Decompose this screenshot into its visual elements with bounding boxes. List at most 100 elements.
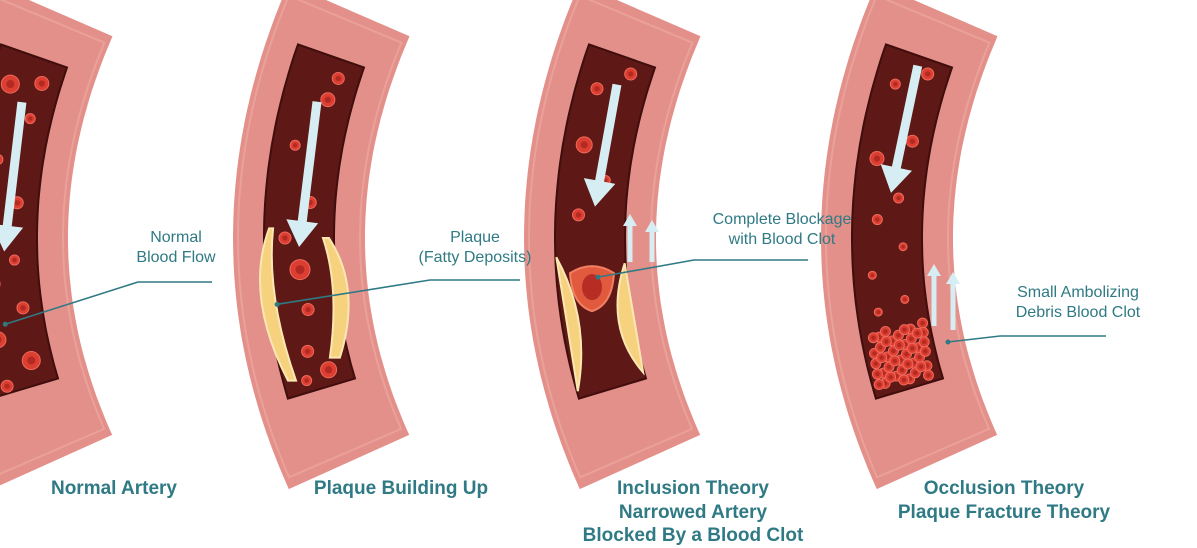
panel-occlusion-theory bbox=[821, 0, 1106, 490]
annotation-line-2: with Blood Clot bbox=[728, 231, 836, 248]
blood-cell-core bbox=[896, 195, 901, 201]
leader-dot bbox=[945, 339, 951, 345]
blood-cell-core bbox=[892, 358, 897, 364]
plaque-deposit-left bbox=[321, 237, 350, 359]
up-arrow-icon bbox=[623, 214, 637, 262]
blood-cell-core bbox=[14, 200, 20, 206]
blood-cell-core bbox=[904, 351, 909, 357]
blood-cell-core bbox=[909, 336, 914, 341]
blood-cell-core bbox=[893, 81, 898, 87]
down-arrow-icon bbox=[0, 101, 27, 252]
blood-cell-core bbox=[304, 378, 309, 383]
panel-plaque-building-up bbox=[233, 0, 520, 490]
blood-cell-core bbox=[917, 354, 922, 360]
annotation-line-2: Blood Flow bbox=[136, 249, 216, 266]
blood-cell-core bbox=[304, 348, 311, 355]
blood-cell-core bbox=[888, 374, 893, 380]
blood-cell-core bbox=[899, 367, 905, 373]
blood-cell-core bbox=[896, 332, 901, 338]
blood-cell-core bbox=[580, 141, 588, 149]
down-arrow-icon bbox=[880, 64, 923, 193]
blood-cell-core bbox=[901, 377, 907, 383]
plaque-deposit-right bbox=[259, 227, 298, 382]
caption-line-1: Occlusion Theory bbox=[923, 478, 1085, 499]
blood-cell-core bbox=[901, 244, 905, 249]
blood-cell-core bbox=[897, 342, 902, 348]
blood-cell-core bbox=[628, 71, 634, 77]
blood-cell-core bbox=[282, 235, 288, 241]
caption-plaque-building-up: Plaque Building Up bbox=[294, 477, 508, 501]
blood-cell-core bbox=[0, 336, 2, 343]
blood-cell-core bbox=[926, 372, 931, 378]
blood-cell-core bbox=[27, 116, 33, 121]
leader-dot bbox=[274, 301, 280, 307]
blood-cell-core bbox=[925, 71, 931, 77]
annotation-line-1: Small Ambolizing bbox=[1017, 284, 1139, 301]
annotation-line-2: (Fatty Deposits) bbox=[418, 249, 532, 266]
blood-cell-core bbox=[891, 348, 896, 354]
blood-cell-core bbox=[872, 351, 877, 356]
artery-wall-highlight bbox=[236, 0, 403, 479]
blood-cell-core bbox=[886, 364, 892, 370]
annotation-complete-blockage: Complete Blockage with Blood Clot bbox=[694, 210, 870, 250]
blood-cell-core bbox=[921, 339, 927, 345]
blood-cell-core bbox=[878, 345, 883, 350]
blood-cell-core bbox=[871, 335, 876, 340]
annotation-line-1: Plaque bbox=[450, 229, 500, 246]
blood-cell-core bbox=[12, 257, 17, 263]
blood-cell-core bbox=[875, 371, 880, 377]
caption-inclusion-theory: Inclusion Theory Narrowed Artery Blocked… bbox=[568, 477, 818, 548]
leader-line bbox=[597, 259, 808, 278]
blood-cell-core bbox=[920, 320, 925, 326]
blood-cell-core bbox=[879, 355, 884, 360]
blood-clot-core bbox=[582, 274, 602, 301]
blood-cell bbox=[0, 154, 4, 165]
annotation-line-2: Debris Blood Clot bbox=[1015, 304, 1141, 321]
leader-dot bbox=[595, 274, 601, 280]
leader-line bbox=[5, 281, 212, 326]
artery-wall-highlight bbox=[0, 0, 106, 475]
panel-normal-artery bbox=[0, 0, 212, 486]
artery-wall-highlight bbox=[527, 0, 694, 479]
blood-cell-core bbox=[875, 217, 880, 222]
blood-cell-core bbox=[876, 382, 882, 387]
blood-cell-core bbox=[903, 297, 907, 302]
blood-cell-core bbox=[324, 96, 332, 103]
blood-cell-core bbox=[20, 305, 26, 311]
caption-line-1: Inclusion Theory bbox=[616, 478, 770, 499]
caption-line-1: Plaque Building Up bbox=[313, 478, 489, 499]
blood-cell-core bbox=[324, 366, 333, 374]
caption-normal-artery: Normal Artery bbox=[24, 477, 204, 501]
blood-cell-core bbox=[883, 329, 888, 334]
blood-cell-core bbox=[923, 349, 928, 354]
blood-cell-core bbox=[876, 310, 881, 314]
plaque-deposit-right bbox=[555, 256, 583, 392]
annotation-normal-blood-flow: Normal Blood Flow bbox=[130, 228, 222, 268]
blood-cell-core bbox=[909, 138, 916, 144]
blood-cell-core bbox=[884, 339, 889, 344]
leader-line bbox=[276, 279, 520, 306]
up-arrow-icon bbox=[946, 272, 960, 330]
blood-cell-core bbox=[295, 265, 305, 275]
annotation-small-ambolizing: Small Ambolizing Debris Blood Clot bbox=[998, 283, 1158, 323]
blood-cell-core bbox=[305, 306, 311, 313]
plaque-deposit-left bbox=[616, 262, 645, 376]
annotation-line-1: Complete Blockage bbox=[712, 211, 852, 228]
blood-cell-core bbox=[594, 86, 600, 92]
caption-line-2: Plaque Fracture Theory bbox=[897, 501, 1111, 523]
blood-cell-core bbox=[335, 75, 341, 82]
blood-cell-core bbox=[27, 356, 36, 365]
blood-cell-core bbox=[870, 273, 875, 278]
artery-wall-highlight bbox=[824, 0, 991, 479]
caption-line-2: Narrowed Artery bbox=[618, 501, 768, 523]
blood-cell-core bbox=[902, 327, 907, 332]
blood-cell-core bbox=[910, 346, 915, 351]
caption-line-3: Blocked By a Blood Clot bbox=[582, 525, 804, 547]
blood-cell-core bbox=[918, 364, 924, 369]
blood-cell-core bbox=[38, 80, 45, 87]
blood-cell-core bbox=[6, 80, 15, 89]
up-arrow-icon bbox=[927, 264, 941, 326]
blood-cell-core bbox=[4, 383, 10, 389]
